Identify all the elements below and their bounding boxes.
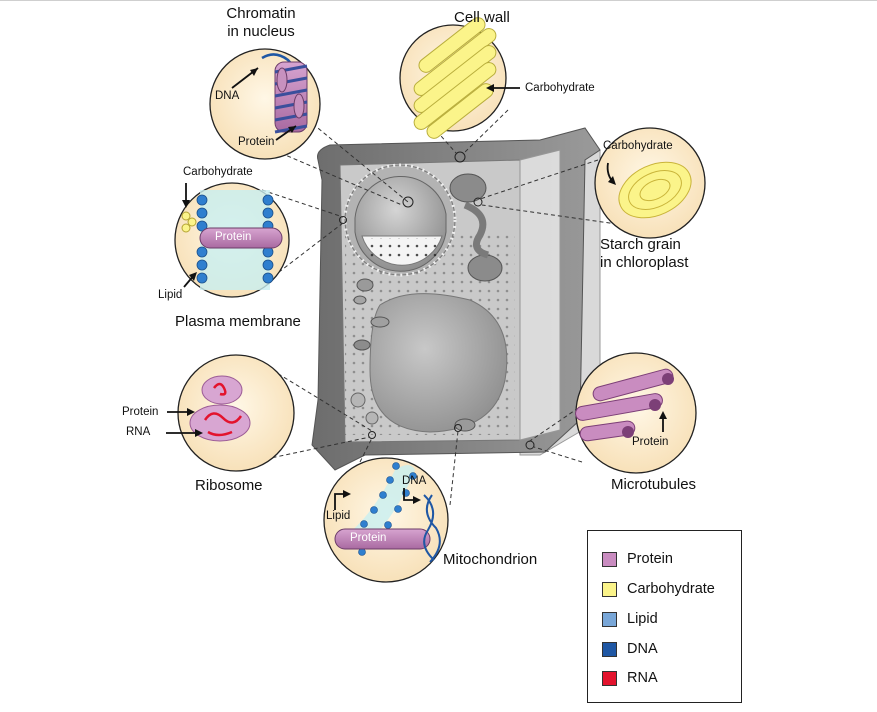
legend-item-rna: RNA bbox=[602, 668, 658, 688]
ribosome-title: Ribosome bbox=[195, 477, 263, 494]
chromatin-dna-label: DNA bbox=[215, 90, 240, 102]
chromatin-title: Chromatin in nucleus bbox=[226, 5, 296, 40]
legend-swatch-dna bbox=[602, 641, 617, 657]
mitochondrion-lipid-label: Lipid bbox=[326, 510, 351, 522]
top-border-line bbox=[0, 0, 877, 1]
starch-grain-title: Starch grain in chloroplast bbox=[600, 236, 689, 271]
legend-item-lipid: Lipid bbox=[602, 609, 658, 629]
starch-grain-inset bbox=[594, 127, 706, 239]
legend-item-protein: Protein bbox=[602, 549, 673, 569]
legend-item-dna: DNA bbox=[602, 639, 658, 659]
plasma-membrane-lipid-label: Lipid bbox=[158, 289, 183, 301]
legend-swatch-rna bbox=[602, 670, 617, 686]
cell-wall-carbohydrate-label: Carbohydrate bbox=[525, 82, 595, 94]
chromatin-inset bbox=[209, 48, 321, 160]
legend-swatch-protein bbox=[602, 551, 617, 567]
connector-lines bbox=[251, 109, 646, 506]
plant-cell bbox=[311, 127, 601, 471]
mitochondrion-protein-label: Protein bbox=[350, 532, 387, 544]
mitochondrion-inset bbox=[323, 457, 449, 583]
ribosome-protein-label: Protein bbox=[122, 406, 159, 418]
legend-swatch-carbohydrate bbox=[602, 581, 617, 597]
ribosome-rna-label: RNA bbox=[126, 426, 151, 438]
legend-label: Carbohydrate bbox=[627, 581, 715, 597]
chromatin-protein-label: Protein bbox=[238, 136, 275, 148]
legend-label: DNA bbox=[627, 641, 658, 657]
mitochondrion-title: Mitochondrion bbox=[443, 551, 538, 568]
mitochondrion-dna-label: DNA bbox=[402, 475, 427, 487]
ribosome-inset bbox=[166, 354, 295, 472]
microtubules-title: Microtubules bbox=[611, 476, 697, 493]
plasma-membrane-inset bbox=[174, 182, 290, 298]
legend-item-carbohydrate: Carbohydrate bbox=[602, 579, 715, 599]
plasma-membrane-protein-label: Protein bbox=[215, 231, 252, 243]
legend-swatch-lipid bbox=[602, 611, 617, 627]
cell-wall-inset bbox=[399, 17, 520, 139]
starch-carbohydrate-label: Carbohydrate bbox=[603, 140, 673, 152]
legend-label: Protein bbox=[627, 551, 673, 567]
microtubules-inset bbox=[575, 352, 697, 474]
cell-wall-title: Cell wall bbox=[454, 9, 510, 26]
plasma-membrane-carbohydrate-label: Carbohydrate bbox=[183, 166, 253, 178]
legend: Protein Carbohydrate Lipid DNA RNA bbox=[587, 530, 742, 703]
plasma-membrane-title: Plasma membrane bbox=[175, 313, 301, 330]
legend-label: Lipid bbox=[627, 611, 658, 627]
legend-label: RNA bbox=[627, 670, 658, 686]
microtubule-protein-label: Protein bbox=[632, 436, 669, 448]
